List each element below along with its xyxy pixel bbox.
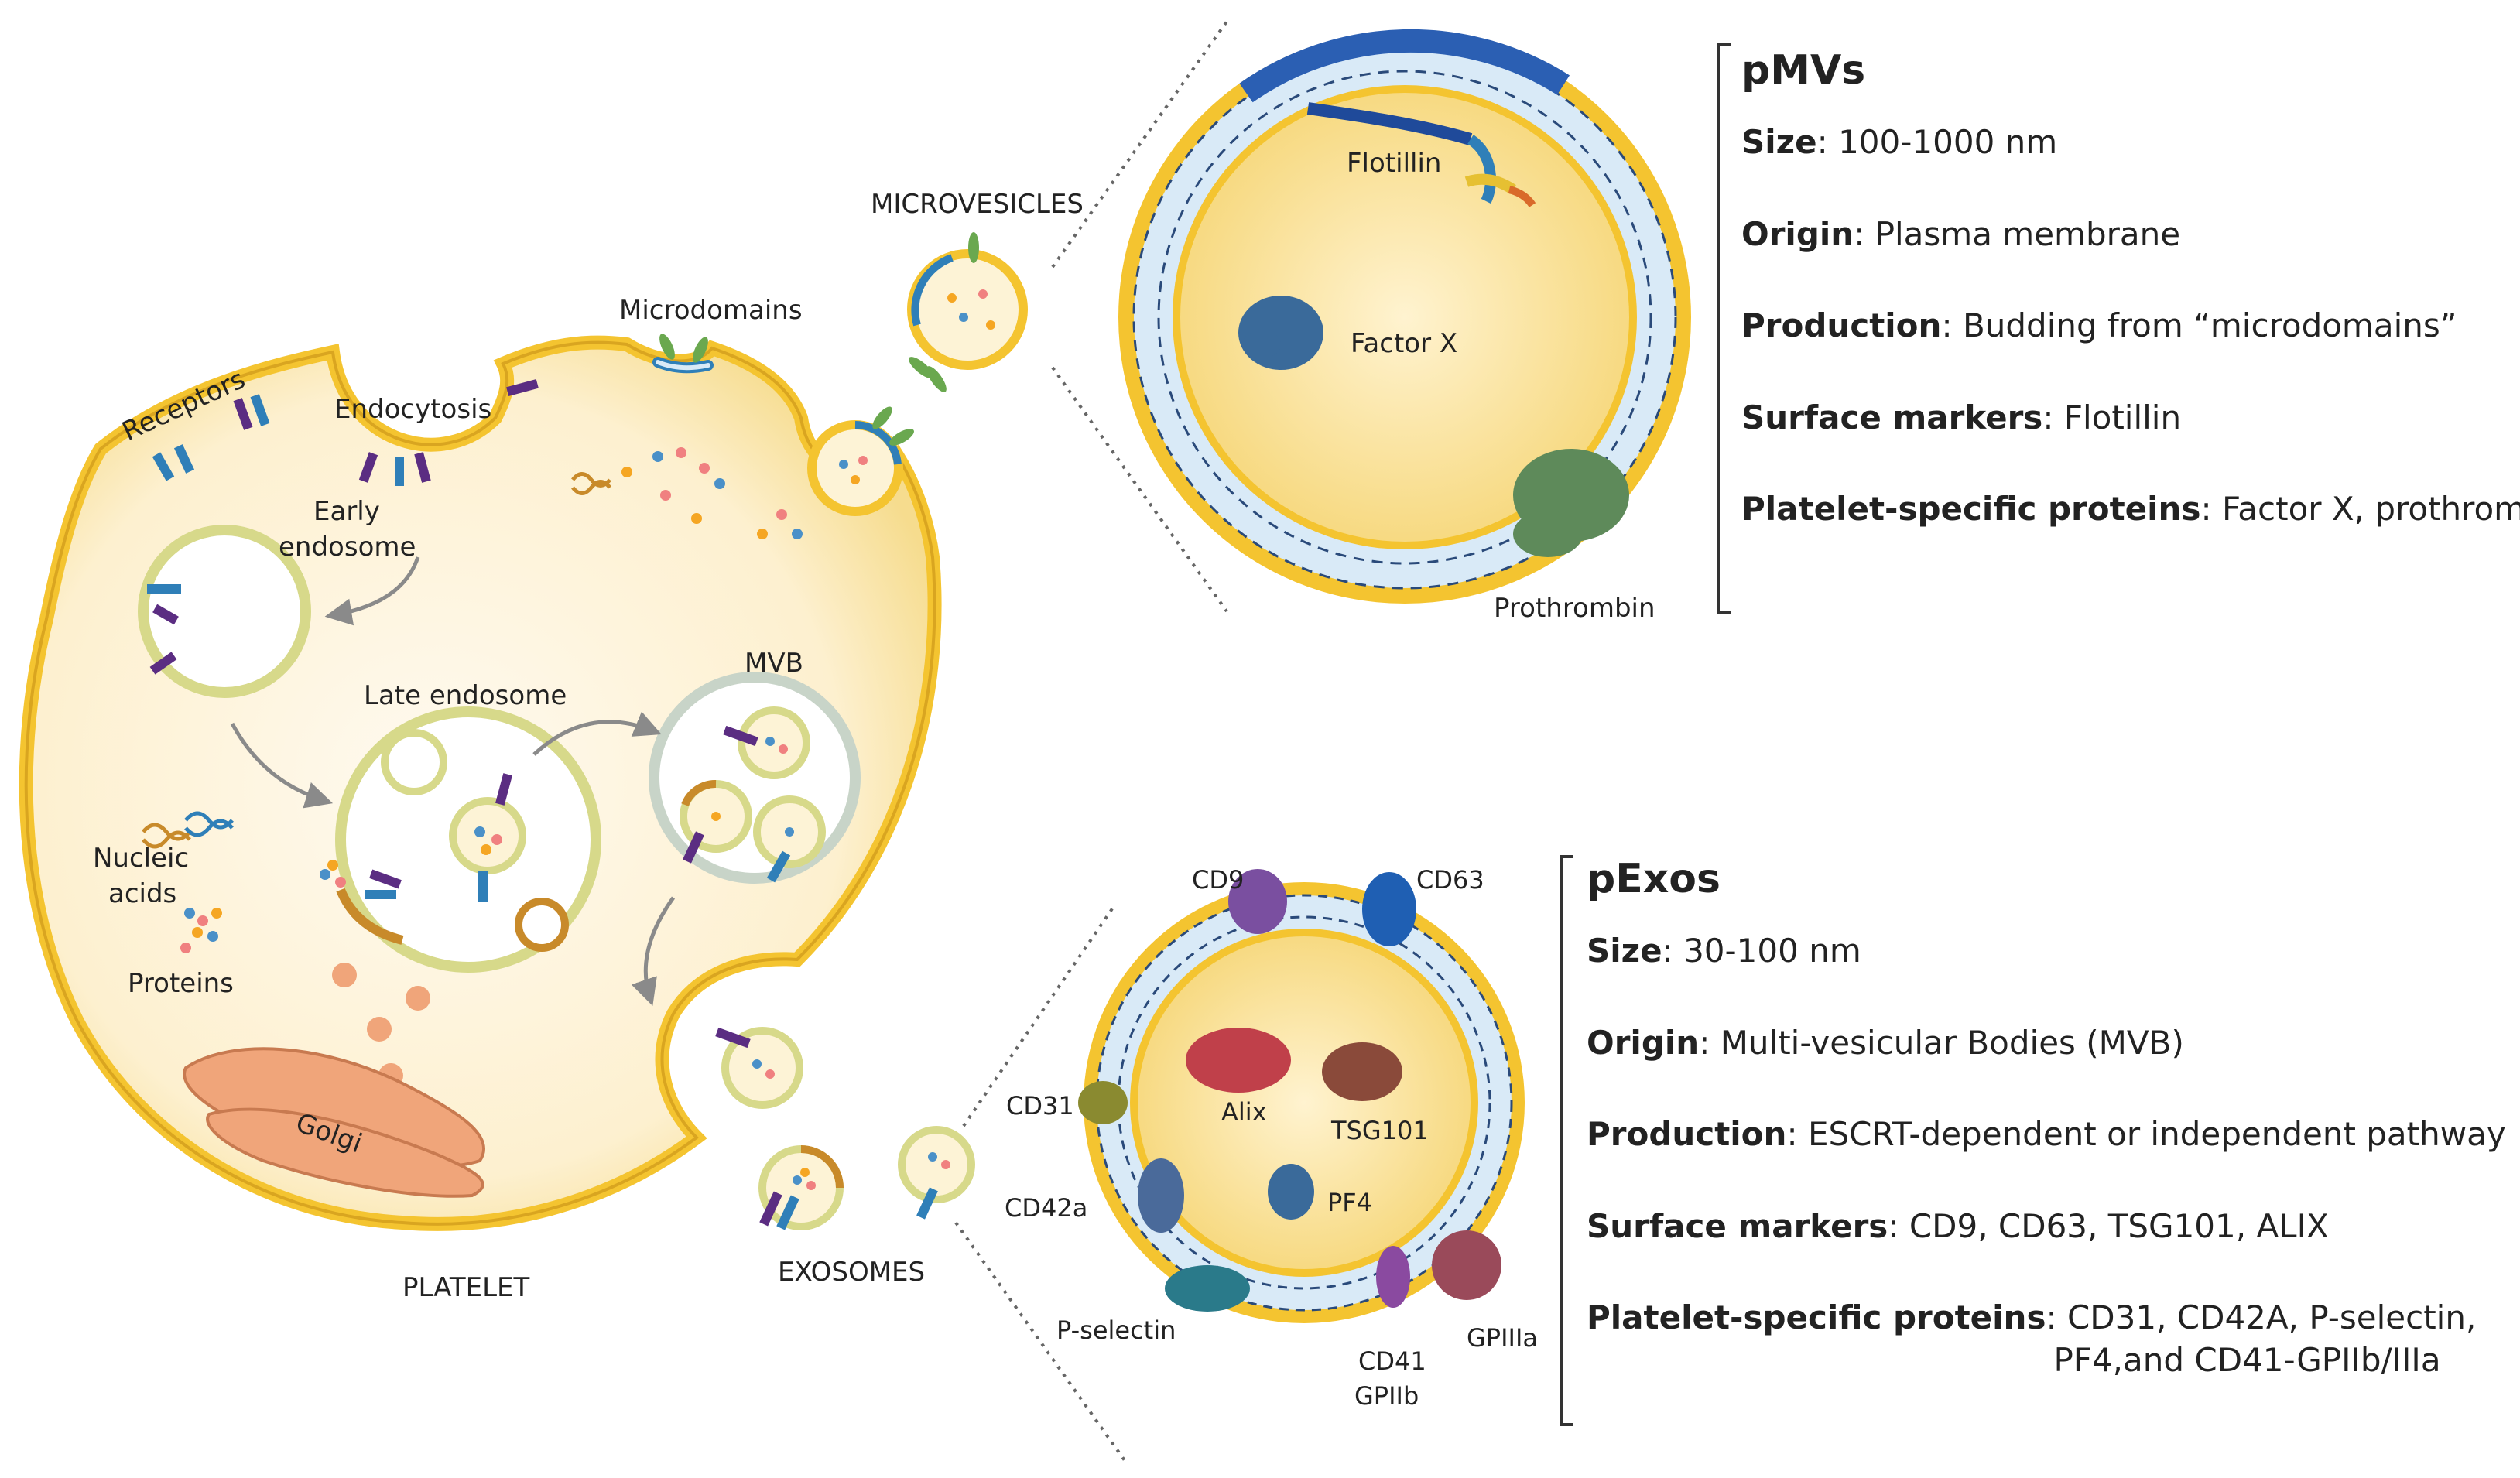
microvesicles-label: MICROVESICLES bbox=[871, 189, 1084, 220]
prothrombin-label: Prothrombin bbox=[1494, 593, 1655, 624]
tsg101-protein bbox=[1322, 1042, 1402, 1101]
pexos-bracket bbox=[1560, 855, 1573, 1426]
callout-lines bbox=[954, 20, 1228, 1464]
mvb-label: MVB bbox=[745, 648, 803, 679]
p-selectin-protein bbox=[1165, 1265, 1250, 1312]
pexos-origin-row: Origin: Multi-vesicular Bodies (MVB) bbox=[1587, 1023, 2184, 1062]
late-endosome bbox=[335, 706, 601, 973]
microvesicle-cross-section bbox=[1118, 29, 1691, 604]
p-selectin-label: P-selectin bbox=[1056, 1315, 1176, 1345]
pmvs-origin-row: Origin: Plasma membrane bbox=[1741, 214, 2181, 253]
microdomains-label: Microdomains bbox=[619, 295, 803, 326]
cd9-label: CD9 bbox=[1192, 865, 1244, 895]
gpiiia-protein bbox=[1432, 1230, 1501, 1300]
exosomes-label: EXOSOMES bbox=[778, 1257, 925, 1288]
free-microvesicle bbox=[907, 232, 1028, 392]
pathway-arrows bbox=[230, 556, 676, 1006]
pexos-markers-row: Surface markers: CD9, CD63, TSG101, ALIX bbox=[1587, 1206, 2329, 1245]
cd31-label: CD31 bbox=[1006, 1091, 1074, 1120]
gpiiia-label: GPIIIa bbox=[1467, 1323, 1538, 1353]
pmvs-production-row: Production: Budding from “microdomains” bbox=[1741, 306, 2457, 345]
microdomain-marker bbox=[659, 334, 675, 360]
pmvs-title: pMVs bbox=[1741, 47, 1866, 94]
early-endosome bbox=[138, 525, 311, 698]
pmvs-proteins-row: Platelet-specific proteins: Factor X, pr… bbox=[1741, 490, 2520, 529]
pf4-label: PF4 bbox=[1327, 1188, 1372, 1217]
pexos-title: pExos bbox=[1587, 856, 1721, 902]
exosome-cross-section bbox=[1078, 869, 1525, 1323]
cd9-protein bbox=[1228, 869, 1287, 934]
golgi-apparatus bbox=[183, 963, 485, 1198]
cd63-label: CD63 bbox=[1416, 865, 1484, 895]
pmvs-info-panel: pMVs Size: 100-1000 nm Origin: Plasma me… bbox=[1741, 50, 2520, 580]
nucleic-acids-label-line1: Nucleic bbox=[93, 843, 189, 874]
nucleic-acids-icon bbox=[142, 811, 234, 849]
cd31-protein bbox=[1078, 1081, 1128, 1124]
cd41-protein bbox=[1376, 1246, 1410, 1308]
cd42a-protein bbox=[1138, 1158, 1184, 1233]
pmvs-bracket bbox=[1717, 43, 1731, 614]
nucleic-acids-label-line2: acids bbox=[108, 878, 176, 909]
proteins-label: Proteins bbox=[128, 968, 234, 999]
factor-x-label: Factor X bbox=[1351, 328, 1457, 359]
late-endosome-label: Late endosome bbox=[364, 680, 567, 711]
cd42a-label: CD42a bbox=[1005, 1193, 1087, 1223]
gpiib-label: GPIIb bbox=[1354, 1381, 1419, 1411]
endocytosis-label: Endocytosis bbox=[334, 394, 491, 425]
pexos-size-row: Size: 30-100 nm bbox=[1587, 932, 1861, 970]
early-endosome-label-line2: endosome bbox=[279, 532, 416, 563]
alix-label: Alix bbox=[1221, 1097, 1267, 1127]
pexos-production-row: Production: ESCRT-dependent or independe… bbox=[1587, 1115, 2506, 1154]
early-endosome-label-line1: Early bbox=[313, 496, 380, 527]
pmvs-markers-row: Surface markers: Flotillin bbox=[1741, 398, 2182, 436]
proteins-icon bbox=[180, 908, 222, 953]
pexos-proteins-row: Platelet-specific proteins: CD31, CD42A,… bbox=[1587, 1298, 2477, 1379]
pexos-info-panel: pExos Size: 30-100 nm Origin: Multi-vesi… bbox=[1587, 859, 2506, 1432]
tsg101-label: TSG101 bbox=[1330, 1116, 1429, 1145]
multivesicular-body bbox=[649, 672, 861, 884]
pmvs-size-row: Size: 100-1000 nm bbox=[1741, 123, 2058, 161]
platelet-label: PLATELET bbox=[402, 1272, 530, 1303]
released-exosomes bbox=[758, 1126, 975, 1230]
cd63-protein bbox=[1362, 872, 1416, 946]
flotillin-label: Flotillin bbox=[1347, 148, 1441, 179]
releasing-exosome bbox=[721, 1027, 803, 1109]
membrane-receptors bbox=[152, 379, 539, 486]
cd41-label: CD41 bbox=[1358, 1346, 1426, 1376]
alix-protein bbox=[1186, 1028, 1291, 1093]
cytoplasmic-cargo bbox=[571, 447, 803, 539]
pf4-protein bbox=[1268, 1164, 1314, 1220]
